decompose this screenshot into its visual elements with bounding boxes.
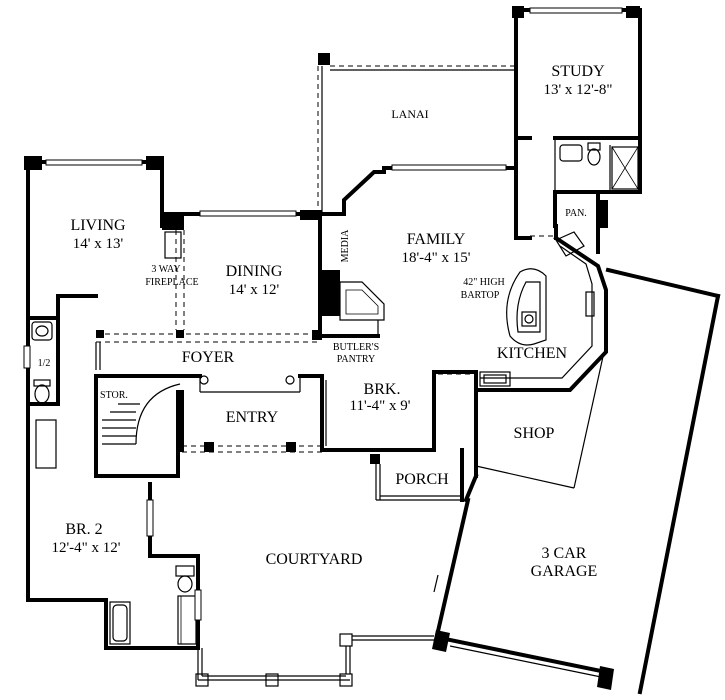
garage-label-line2: GARAGE <box>531 563 598 580</box>
study-dims: 13' x 12'-8" <box>543 82 612 98</box>
lanai-label: LANAI <box>391 107 428 121</box>
garage-label-line1: 3 CAR <box>542 545 587 562</box>
breakfast-label: BRK. <box>364 381 401 398</box>
bartop-label-line1: 42" HIGH <box>463 277 505 288</box>
garage-walls <box>432 267 721 695</box>
family-label: FAMILY <box>407 231 466 248</box>
kitchen-label: KITCHEN <box>497 345 568 362</box>
bedroom2-label: BR. 2 <box>65 521 102 538</box>
half-bath-label: 1/2 <box>38 358 51 369</box>
dining-walls <box>182 210 322 220</box>
kitchen-walls <box>432 231 608 452</box>
breakfast-dims: 11'-4" x 9' <box>350 398 411 414</box>
dining-dims: 14' x 12' <box>229 282 280 298</box>
porch <box>370 448 464 502</box>
shop <box>463 351 605 503</box>
stair-storage <box>56 294 181 478</box>
porch-label: PORCH <box>395 471 449 488</box>
half-bath <box>23 316 60 406</box>
living-dims: 14' x 13' <box>73 236 124 252</box>
lanai-outline <box>317 53 514 212</box>
courtyard-label: COURTYARD <box>266 551 363 568</box>
family-walls <box>318 164 518 338</box>
entry-walls <box>180 390 322 453</box>
fireplace-label-line1: 3 WAY <box>151 264 180 275</box>
butlers-pantry-line2: PANTRY <box>337 354 376 365</box>
study-walls <box>512 6 642 254</box>
butlers-pantry-line1: BUTLER'S <box>333 342 379 353</box>
shop-label: SHOP <box>514 425 555 442</box>
bedroom2-walls <box>26 419 202 650</box>
study-label: STUDY <box>551 63 605 80</box>
breakfast-walls <box>318 320 478 452</box>
family-dims: 18'-4" x 15' <box>401 250 470 266</box>
foyer-label: FOYER <box>182 349 235 366</box>
storage-label: STOR. <box>100 390 128 401</box>
dining-label: DINING <box>226 263 283 280</box>
living-label: LIVING <box>70 217 126 234</box>
bartop-label-line2: BARTOP <box>461 290 500 301</box>
entry-label: ENTRY <box>226 409 279 426</box>
media-label: MEDIA <box>340 229 351 263</box>
bedroom2-dims: 12'-4" x 12' <box>51 540 120 556</box>
pantry-label: PAN. <box>565 208 587 219</box>
courtyard-outline <box>195 633 434 687</box>
fireplace-label-line2: FIREPLACE <box>145 277 198 288</box>
foyer-area <box>94 230 324 393</box>
